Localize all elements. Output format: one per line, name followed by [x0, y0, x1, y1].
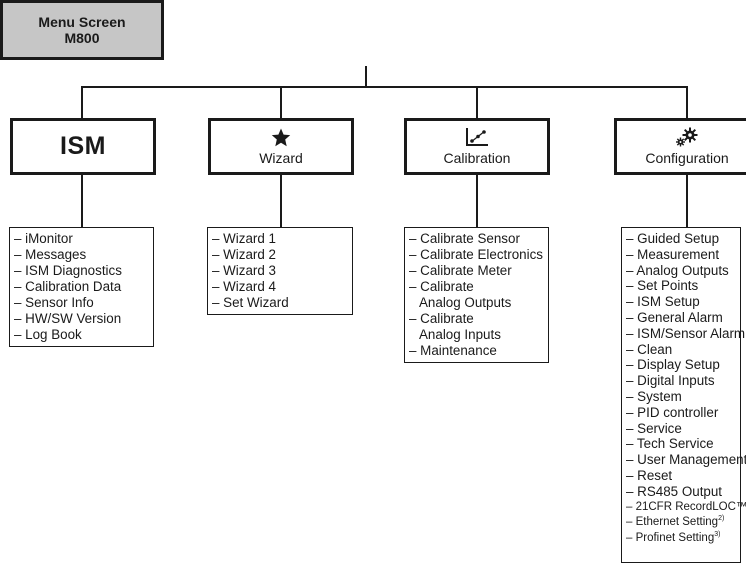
configuration-menu-list: – Guided Setup – Measurement – Analog Ou…	[621, 227, 746, 563]
list-item: – Clean	[626, 341, 673, 357]
list-item: – HW/SW Version	[14, 311, 122, 326]
horizontal-connector	[81, 86, 688, 88]
ism-box: ISM	[10, 118, 156, 175]
list-item: – Display Setup	[626, 357, 720, 373]
list-item: Analog Outputs	[419, 295, 512, 310]
ism-logo: ISM	[60, 132, 106, 160]
configuration-label: Configuration	[645, 150, 729, 166]
list-item: – Calibrate Electronics	[409, 247, 543, 262]
calibration-label: Calibration	[443, 150, 511, 166]
list-item: – Calibrate	[409, 311, 474, 326]
item-text: – Ethernet Setting	[626, 516, 719, 529]
ism-connector	[81, 86, 83, 118]
list-item: – Log Book	[14, 327, 82, 342]
list-item: – PID controller	[626, 404, 719, 420]
wizard-connector	[280, 86, 282, 118]
calibration-box: Calibration	[404, 118, 550, 175]
menu-screen-box: Menu Screen M800	[0, 0, 164, 60]
list-item: – System	[626, 388, 682, 404]
list-item: – Calibrate	[409, 279, 474, 294]
wizard-list-connector	[280, 175, 282, 227]
footnote-marker: 2)	[718, 515, 725, 523]
item-text: – Profinet Setting	[626, 532, 715, 545]
list-item: – Guided Setup	[626, 231, 720, 246]
calibration-connector	[476, 86, 478, 118]
calibration-list-connector	[476, 175, 478, 227]
list-item: – iMonitor	[14, 231, 73, 246]
configuration-list-connector	[686, 175, 688, 227]
list-item: – ISM Diagnostics	[14, 263, 122, 278]
ism-list-connector	[81, 175, 83, 227]
gears-icon	[676, 127, 698, 147]
star-icon	[271, 128, 291, 146]
list-item: – Digital Inputs	[626, 373, 715, 389]
list-item: – Tech Service	[626, 436, 714, 452]
list-item: – RS485 Output	[626, 483, 723, 499]
list-item: – General Alarm	[626, 309, 723, 325]
root-title: Menu Screen	[38, 14, 126, 30]
wizard-label: Wizard	[259, 149, 303, 166]
calibration-menu-list: – Calibrate Sensor – Calibrate Electroni…	[404, 227, 549, 363]
list-item-footnoted: – Ethernet Setting2)	[626, 515, 736, 531]
list-item: – Messages	[14, 247, 87, 262]
list-item-footnoted: – 21CFR RecordLOC™1)	[626, 500, 746, 516]
list-item: – Wizard 3	[212, 263, 276, 278]
list-item: – Maintenance	[409, 343, 497, 358]
list-item: – Analog Outputs	[626, 262, 729, 278]
item-text: – 21CFR RecordLOC™	[626, 500, 746, 513]
wizard-box: Wizard	[208, 118, 354, 175]
root-connector	[365, 66, 367, 87]
configuration-connector	[686, 86, 688, 118]
list-item: – Calibrate Meter	[409, 263, 512, 278]
list-item: – ISM Setup	[626, 294, 700, 310]
list-item: – ISM/Sensor Alarm	[626, 325, 746, 341]
list-item: – Wizard 4	[212, 279, 276, 294]
list-item: – User Management	[626, 452, 746, 468]
list-item: – Wizard 2	[212, 247, 276, 262]
list-item: – Wizard 1	[212, 231, 276, 246]
list-item: Analog Inputs	[419, 327, 501, 342]
list-item: – Service	[626, 420, 682, 436]
ism-menu-list: – iMonitor – Messages – ISM Diagnostics …	[9, 227, 154, 347]
list-item: – Reset	[626, 467, 673, 483]
list-item: – Sensor Info	[14, 295, 94, 310]
list-item: – Calibrate Sensor	[409, 231, 520, 246]
calibration-icon	[466, 128, 488, 146]
footnote-marker: 3)	[714, 531, 721, 539]
list-item: – Set Wizard	[212, 295, 289, 310]
wizard-menu-list: – Wizard 1 – Wizard 2 – Wizard 3 – Wizar…	[207, 227, 353, 315]
list-item: – Calibration Data	[14, 279, 122, 294]
list-item-footnoted: – Profinet Setting3)	[626, 531, 736, 547]
root-subtitle: M800	[64, 30, 100, 46]
configuration-box: Configuration	[614, 118, 746, 175]
list-item: – Measurement	[626, 246, 720, 262]
list-item: – Set Points	[626, 278, 699, 294]
